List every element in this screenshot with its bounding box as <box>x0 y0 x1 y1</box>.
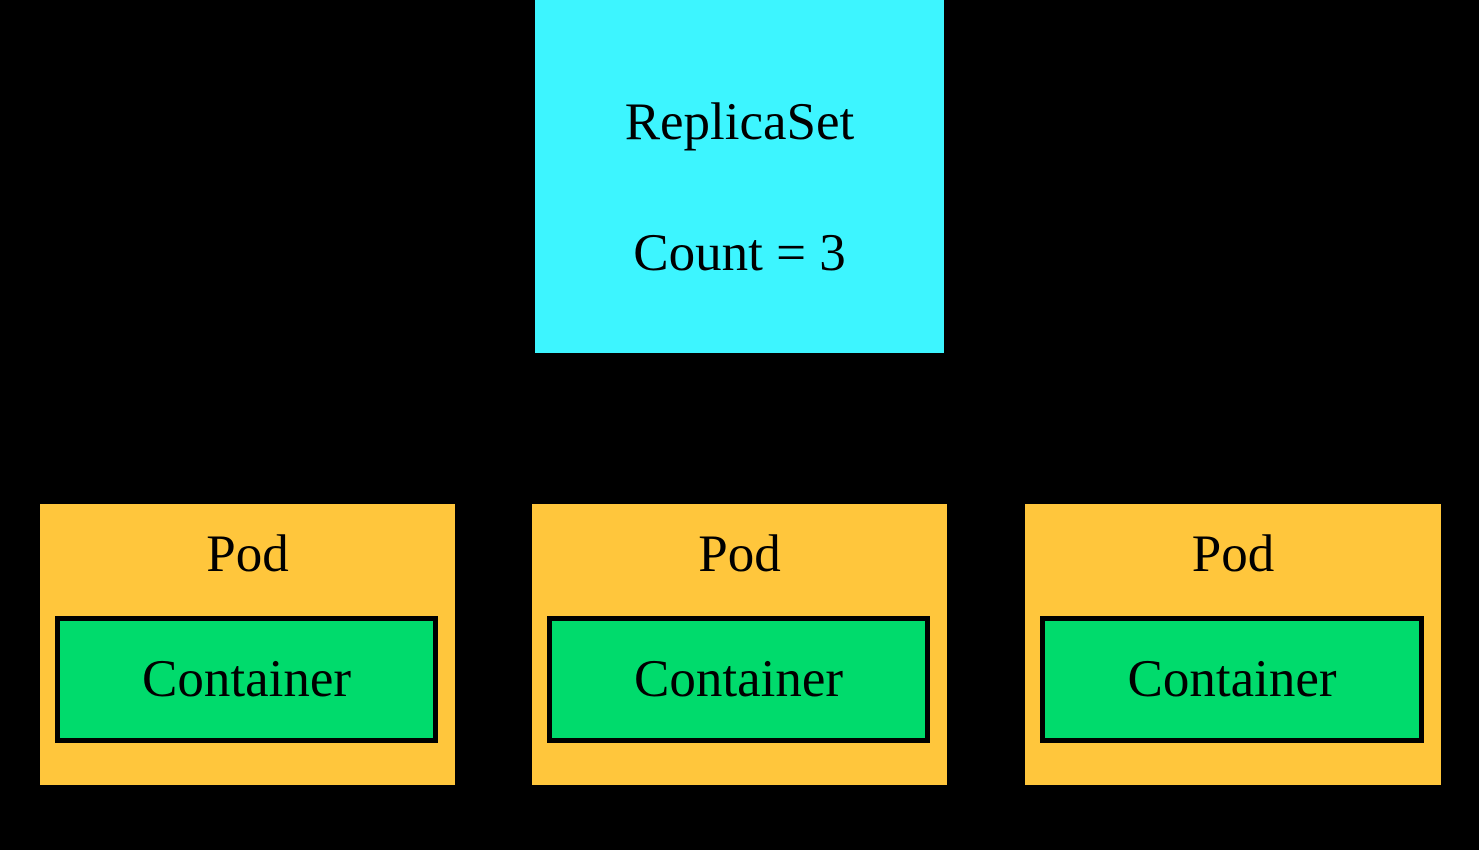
pod-label: Pod <box>1191 525 1275 583</box>
pod-node-2[interactable]: Pod Container <box>532 504 947 785</box>
container-label: Container <box>634 650 843 708</box>
replicaset-node[interactable]: ReplicaSet Count = 3 <box>532 0 947 356</box>
pod-label: Pod <box>698 525 781 583</box>
container-node-1[interactable]: Container <box>55 616 438 743</box>
replicaset-count-label: Count = 3 <box>633 223 846 282</box>
container-node-3[interactable]: Container <box>1040 616 1424 743</box>
container-node-2[interactable]: Container <box>547 616 930 743</box>
container-label: Container <box>1127 650 1337 708</box>
replicaset-label: ReplicaSet <box>624 92 855 151</box>
pod-label: Pod <box>206 525 289 583</box>
container-label: Container <box>142 650 351 708</box>
pod-node-3[interactable]: Pod Container <box>1025 504 1441 785</box>
pod-node-1[interactable]: Pod Container <box>40 504 455 785</box>
